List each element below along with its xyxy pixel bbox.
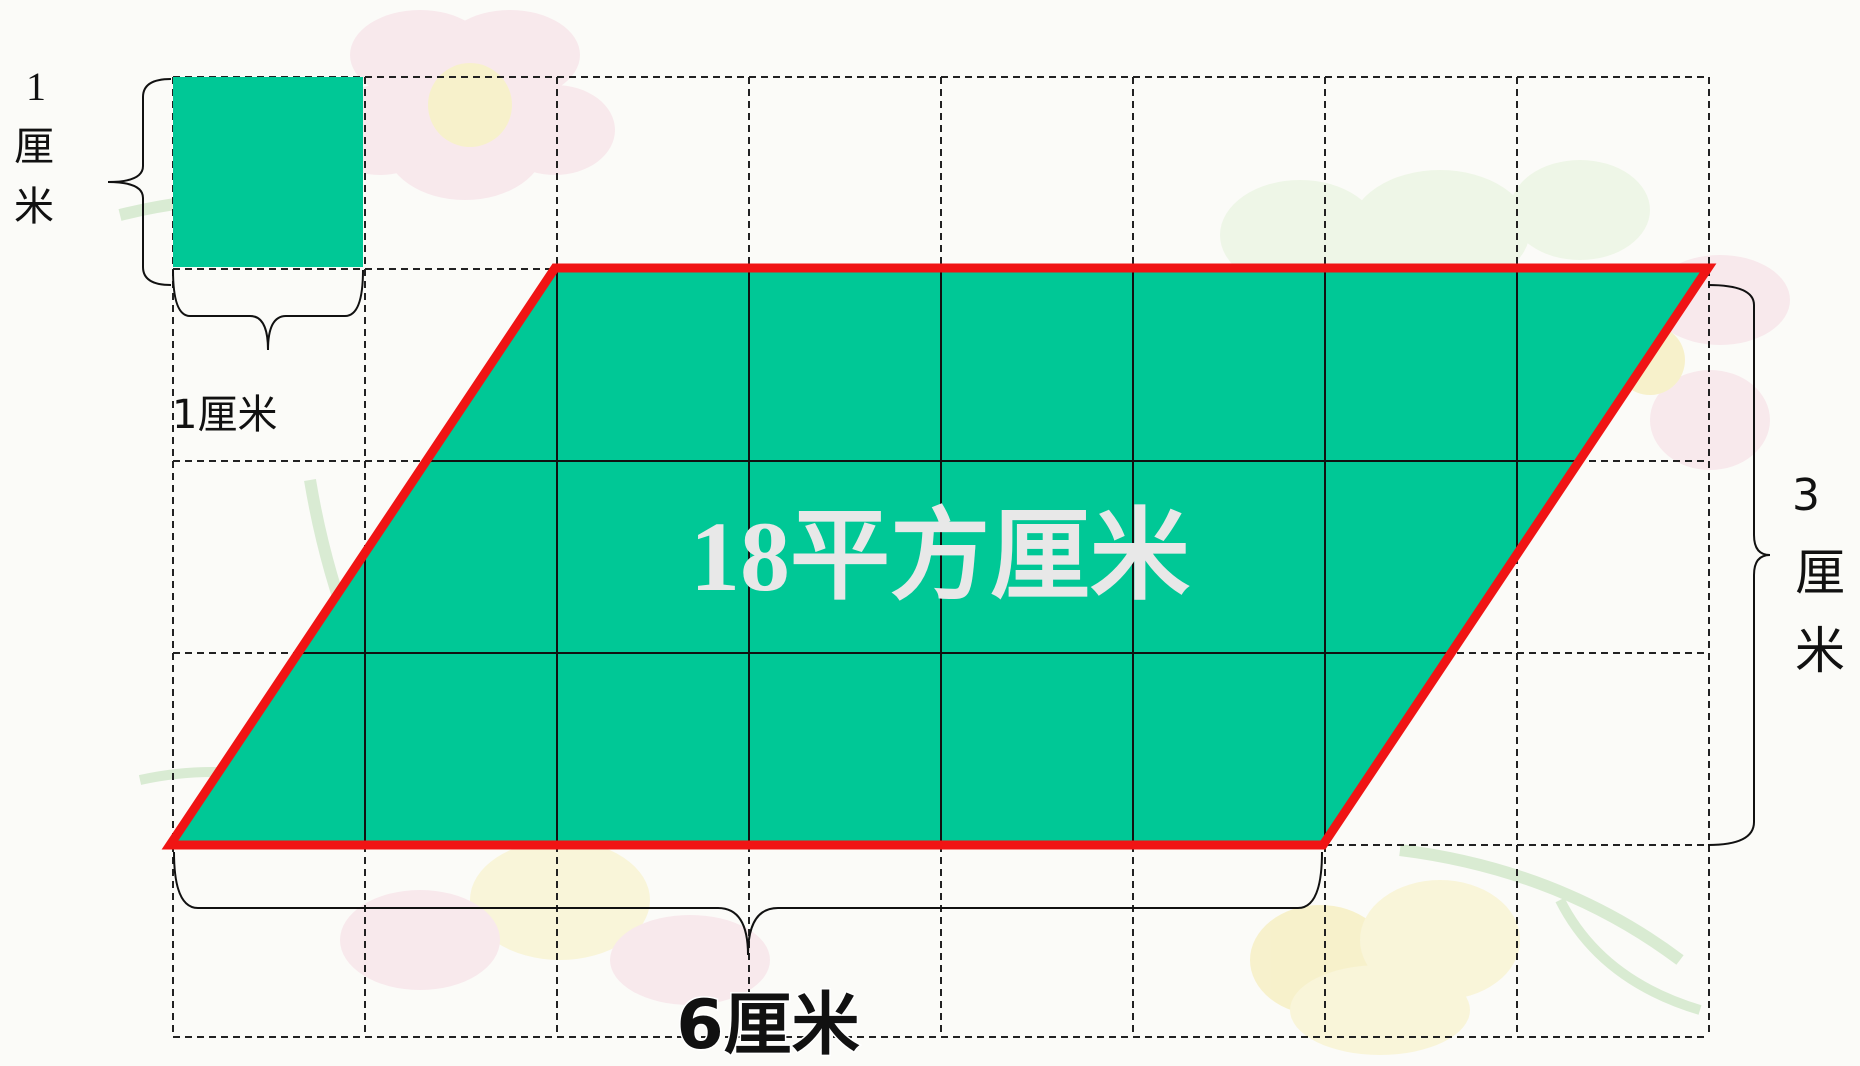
height-label-unit-2: 米 — [1795, 622, 1845, 680]
brace-height — [1707, 284, 1771, 846]
brace-base — [173, 851, 1323, 956]
flower-background-decoration — [118, 10, 1790, 1055]
brace-unit-horizontal — [172, 269, 364, 351]
unit-square — [173, 77, 363, 267]
unit-side-vertical-label-1: 1 — [26, 64, 46, 109]
flower-bottom-right — [1250, 844, 1702, 1055]
parallelogram-outline — [161, 263, 1717, 850]
brace-unit-vertical — [107, 78, 172, 286]
base-label: 6厘米 — [676, 986, 859, 1065]
unit-side-vertical-label-2: 厘 — [14, 124, 54, 170]
unit-side-vertical-label-3: 米 — [14, 184, 54, 230]
unit-side-horizontal-label: 1厘米 — [172, 392, 277, 438]
height-label-number: 3 — [1792, 470, 1820, 521]
parallelogram-fill — [170, 268, 1708, 845]
area-label: 18平方厘米 — [690, 501, 1190, 612]
height-label-unit-1: 厘 — [1795, 544, 1845, 602]
